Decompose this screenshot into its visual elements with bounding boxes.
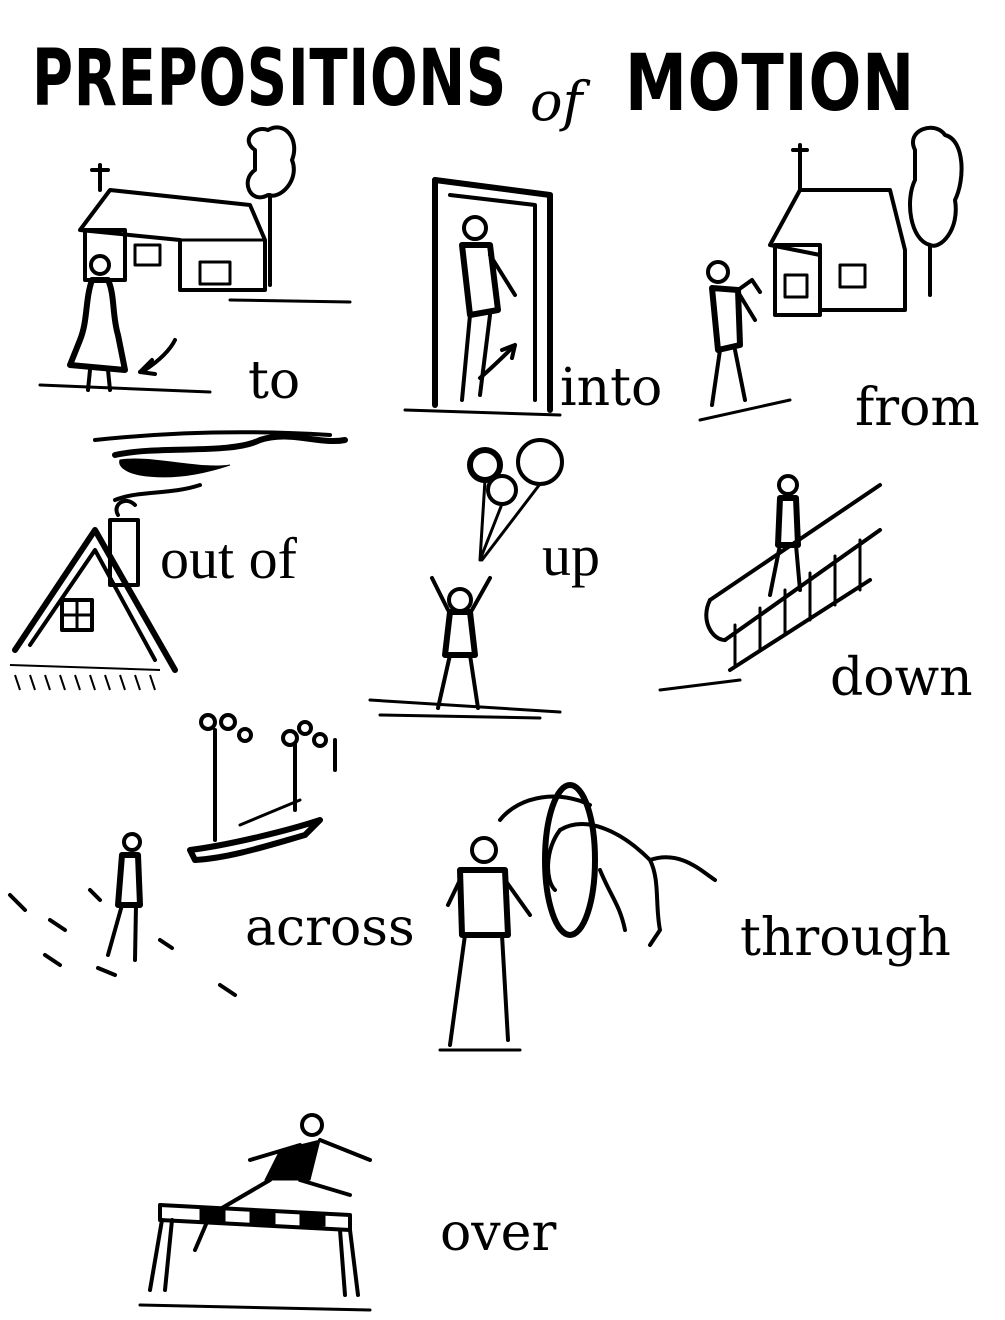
word-across: across (245, 898, 415, 958)
illustration-over (138, 1113, 372, 1312)
word-down: down (830, 648, 973, 708)
title-main-right: MOTION (625, 39, 915, 129)
word-out-of: out of (160, 526, 298, 591)
word-to: to (248, 351, 300, 411)
illustration-into (403, 177, 562, 417)
word-through: through (740, 908, 951, 968)
title-connector: of (530, 70, 591, 133)
illustration-down (658, 474, 882, 692)
word-from: from (855, 378, 980, 438)
word-up: up (542, 523, 600, 588)
title: PREPOSITIONS of MOTION (32, 34, 915, 133)
illustration-up (368, 438, 564, 720)
illustration-out-of (9, 430, 348, 691)
illustration-through (438, 782, 717, 1052)
illustration-to (38, 125, 352, 394)
illustration-across (8, 713, 337, 997)
word-into: into (560, 358, 662, 418)
word-over: over (440, 1203, 556, 1263)
illustration-from (698, 125, 964, 422)
title-main-left: PREPOSITIONS (32, 34, 507, 124)
